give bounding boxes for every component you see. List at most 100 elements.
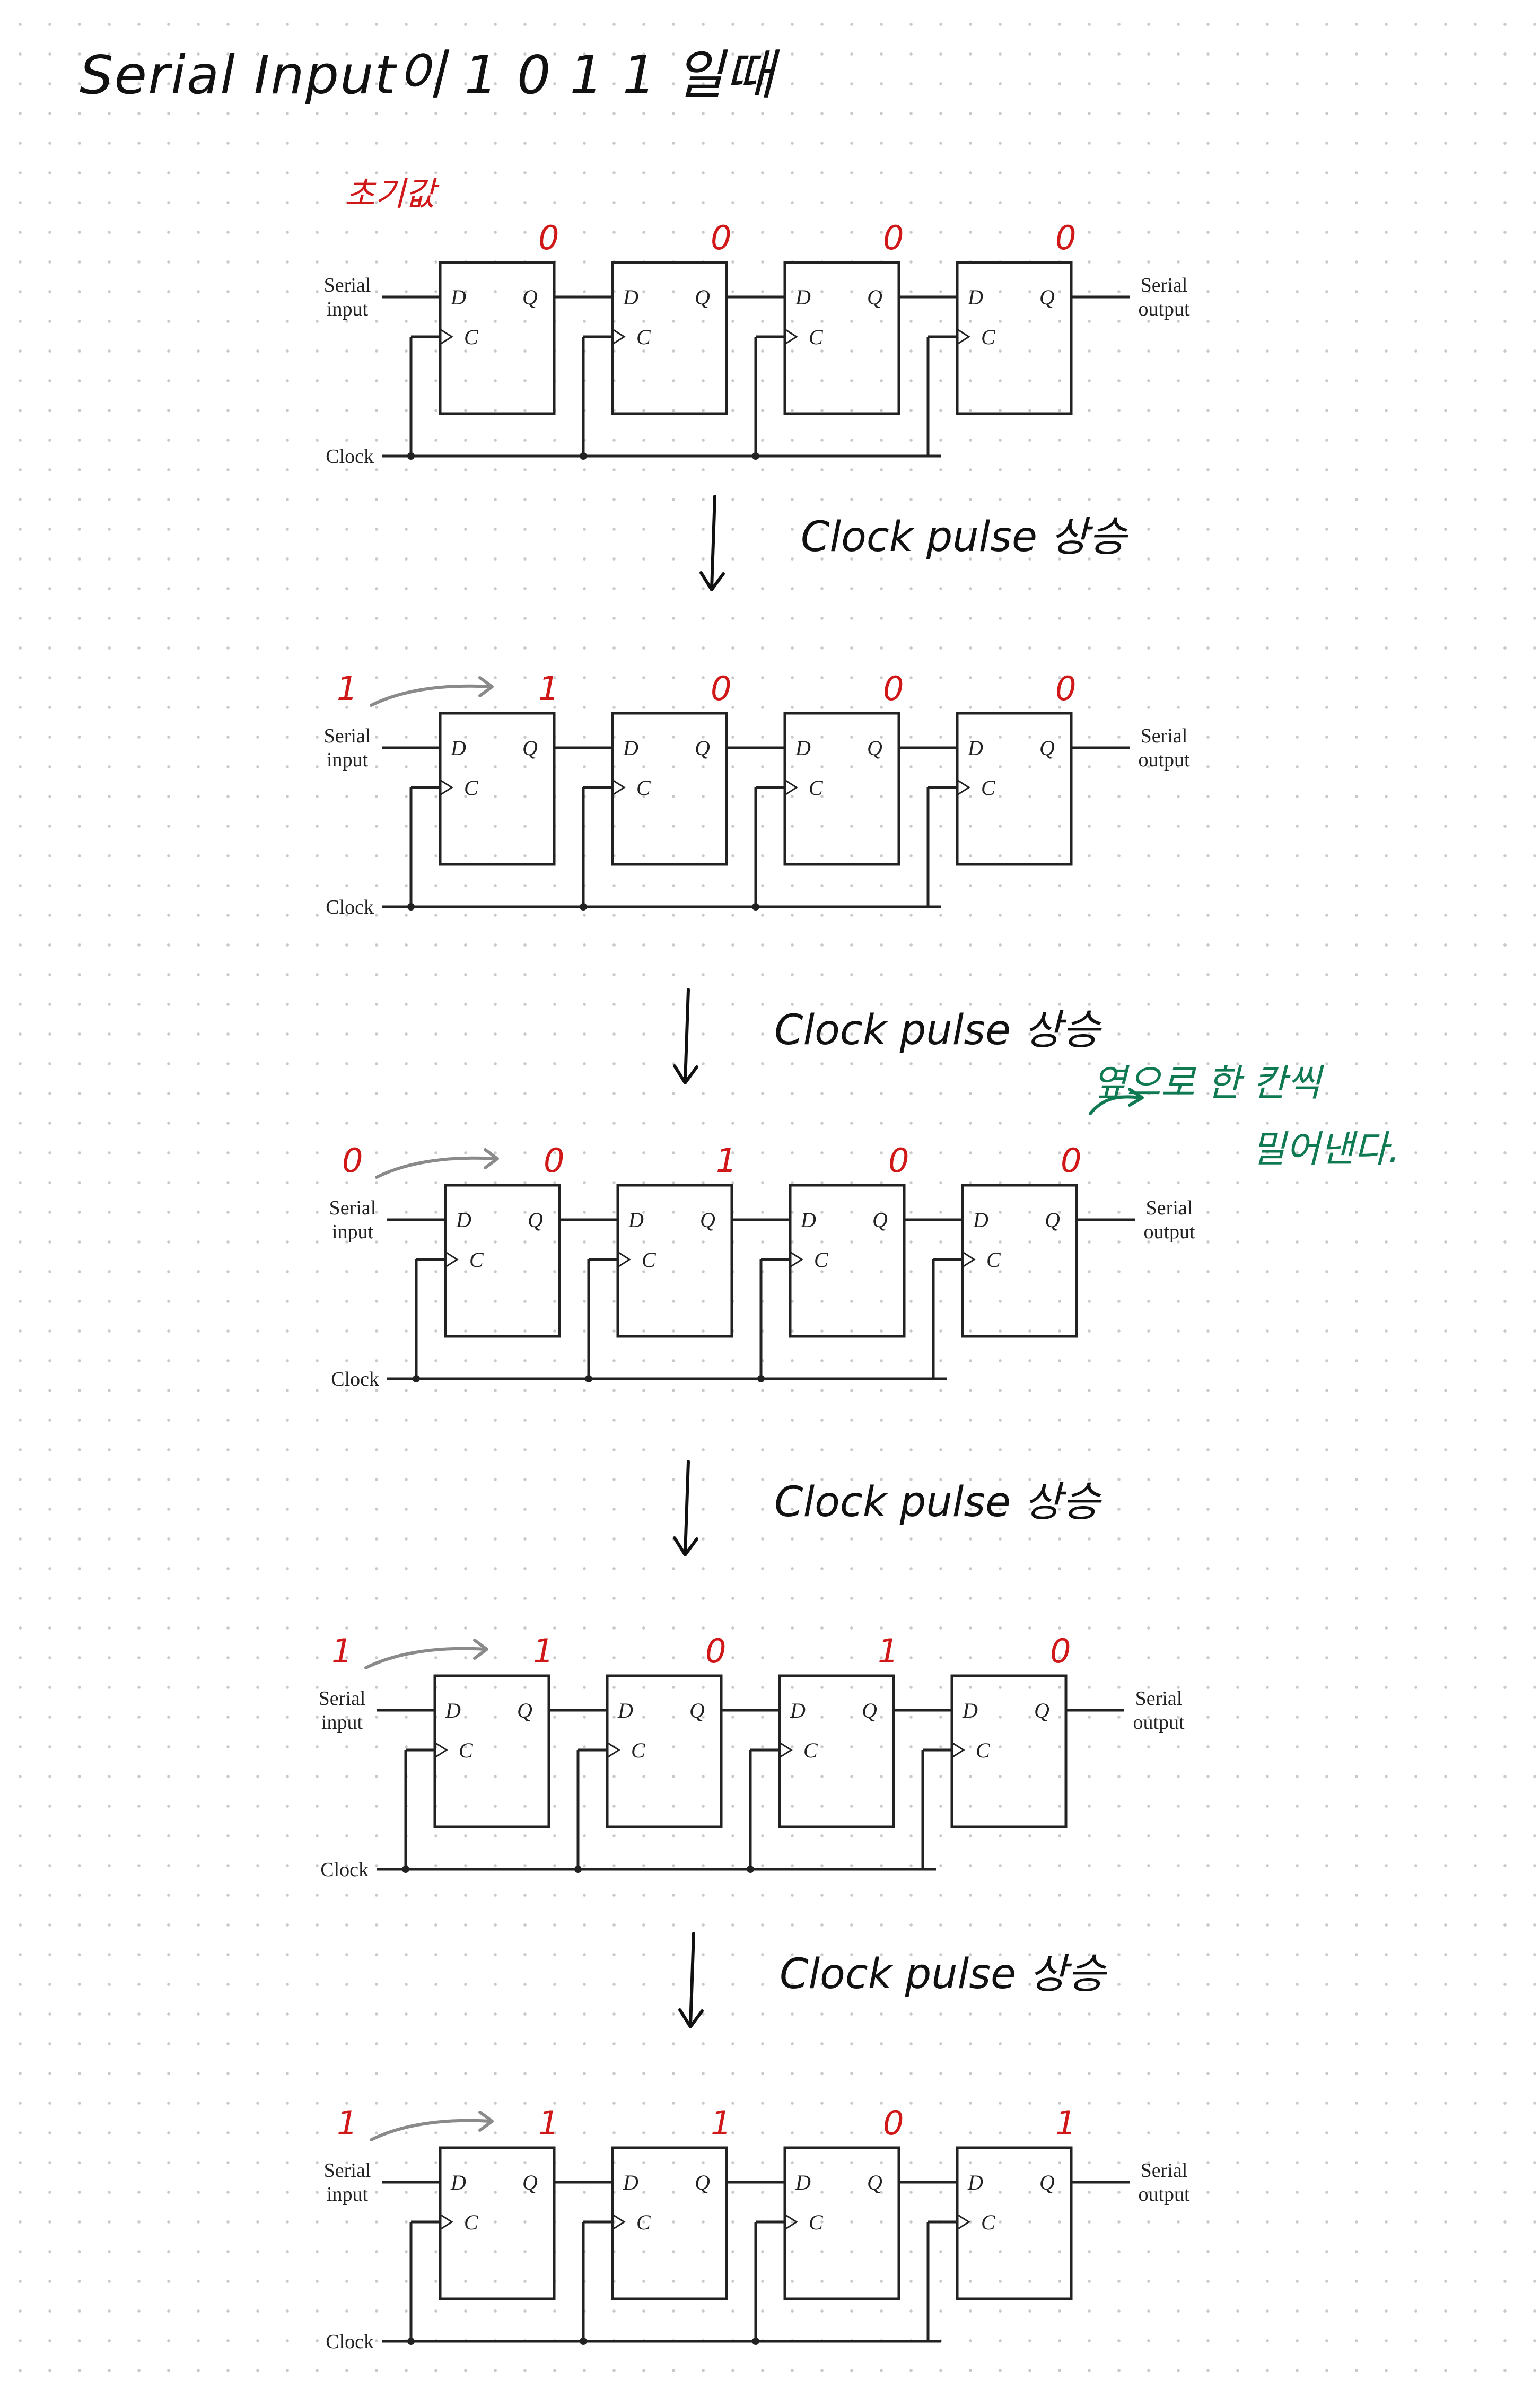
- pin-d-label: D: [962, 1699, 978, 1722]
- serial-input-label-2: input: [321, 1711, 363, 1734]
- serial-input-label: Serial: [329, 1197, 377, 1219]
- pin-d-label: D: [628, 1208, 644, 1232]
- shift-in-arrow-icon: [370, 684, 492, 707]
- pin-d-label: D: [967, 2171, 983, 2194]
- serial-input-label-2: input: [332, 1221, 374, 1243]
- pin-d-label: D: [450, 736, 466, 760]
- pin-q-label: Q: [528, 1208, 543, 1232]
- note-arrow-icon: [1089, 1088, 1144, 1115]
- initial-value-label: 초기값: [345, 174, 436, 213]
- pin-c-label: C: [636, 325, 651, 349]
- output-value-2: 0: [711, 669, 731, 708]
- serial-output-label-2: output: [1138, 749, 1190, 771]
- pin-c-label: C: [469, 1248, 484, 1272]
- pin-q-label: Q: [862, 1699, 877, 1722]
- pin-c-label: C: [636, 2210, 651, 2234]
- serial-input-value: 0: [342, 1141, 363, 1180]
- pin-c-label: C: [464, 776, 479, 800]
- pin-q-label: Q: [1034, 1699, 1049, 1722]
- serial-output-label: Serial: [1146, 1197, 1193, 1219]
- shift-in-arrow-icon: [370, 2119, 492, 2141]
- serial-output-label: Serial: [1141, 274, 1188, 296]
- clock-label: Clock: [326, 2331, 374, 2353]
- serial-output-label: Serial: [1141, 2159, 1188, 2182]
- pin-q-label: Q: [695, 2171, 710, 2194]
- serial-output-label-2: output: [1138, 298, 1190, 320]
- down-arrow-icon: [699, 495, 725, 591]
- pin-c-label: C: [814, 1248, 829, 1272]
- down-arrow-icon: [678, 1932, 704, 2028]
- pin-q-label: Q: [1039, 2171, 1055, 2194]
- pin-q-label: Q: [1045, 1208, 1060, 1232]
- pin-c-label: C: [631, 1738, 646, 1762]
- output-value-4: 1: [1055, 2104, 1076, 2142]
- down-arrow-icon: [673, 988, 698, 1084]
- pin-d-label: D: [967, 285, 983, 309]
- output-value-4: 0: [1055, 669, 1076, 708]
- output-value-1: 0: [544, 1141, 564, 1180]
- clock-label: Clock: [331, 1368, 379, 1390]
- serial-input-value: 1: [331, 1632, 352, 1670]
- shift-in-arrow-icon: [375, 1156, 497, 1179]
- pin-q-label: Q: [867, 285, 882, 309]
- pin-d-label: D: [790, 1699, 806, 1722]
- pin-q-label: Q: [689, 1699, 705, 1722]
- serial-input-value: 1: [337, 2104, 357, 2142]
- pin-q-label: Q: [522, 285, 538, 309]
- serial-input-label: Serial: [319, 1687, 366, 1710]
- pin-d-label: D: [456, 1208, 471, 1232]
- output-value-1: 1: [538, 2104, 559, 2142]
- output-value-4: 0: [1050, 1632, 1071, 1670]
- pin-q-label: Q: [695, 736, 710, 760]
- serial-input-label-2: input: [327, 749, 369, 771]
- pin-c-label: C: [464, 2210, 479, 2234]
- clock-step-label-4: Clock pulse 상승: [780, 1950, 1106, 1998]
- pin-q-label: Q: [867, 2171, 882, 2194]
- serial-input-label: Serial: [324, 2159, 371, 2182]
- pin-q-label: Q: [522, 2171, 538, 2194]
- serial-output-label: Serial: [1135, 1687, 1183, 1710]
- output-value-2: 0: [711, 218, 731, 257]
- serial-output-label: Serial: [1141, 725, 1188, 747]
- pin-d-label: D: [623, 285, 638, 309]
- output-value-1: 0: [538, 218, 559, 257]
- pin-d-label: D: [795, 736, 811, 760]
- pin-c-label: C: [981, 2210, 996, 2234]
- pin-q-label: Q: [1039, 736, 1055, 760]
- output-value-1: 1: [533, 1632, 554, 1670]
- output-value-3: 0: [883, 669, 904, 708]
- pin-c-label: C: [809, 325, 824, 349]
- shift-in-arrow-icon: [364, 1647, 487, 1669]
- serial-output-label-2: output: [1138, 2183, 1190, 2206]
- pin-d-label: D: [450, 2171, 466, 2194]
- clock-step-label-1: Clock pulse 상승: [801, 513, 1127, 561]
- output-value-1: 1: [538, 669, 559, 708]
- pin-c-label: C: [809, 2210, 824, 2234]
- serial-output-label-2: output: [1133, 1711, 1185, 1734]
- pin-d-label: D: [445, 1699, 461, 1722]
- pin-q-label: Q: [872, 1208, 888, 1232]
- serial-input-label: Serial: [324, 725, 371, 747]
- pin-c-label: C: [803, 1738, 818, 1762]
- pin-d-label: D: [967, 736, 983, 760]
- pin-c-label: C: [986, 1248, 1001, 1272]
- pin-d-label: D: [617, 1699, 633, 1722]
- output-value-4: 0: [1061, 1141, 1081, 1180]
- pin-c-label: C: [464, 325, 479, 349]
- pin-c-label: C: [636, 776, 651, 800]
- serial-input-label-2: input: [327, 298, 369, 320]
- pin-c-label: C: [809, 776, 824, 800]
- down-arrow-icon: [673, 1460, 698, 1556]
- output-value-3: 0: [883, 218, 904, 257]
- clock-step-label-2: Clock pulse 상승: [774, 1007, 1100, 1054]
- pin-c-label: C: [976, 1738, 991, 1762]
- clock-step-label-3: Clock pulse 상승: [774, 1478, 1100, 1526]
- pin-q-label: Q: [517, 1699, 532, 1722]
- pin-d-label: D: [795, 285, 811, 309]
- pin-c-label: C: [642, 1248, 657, 1272]
- pin-q-label: Q: [522, 736, 538, 760]
